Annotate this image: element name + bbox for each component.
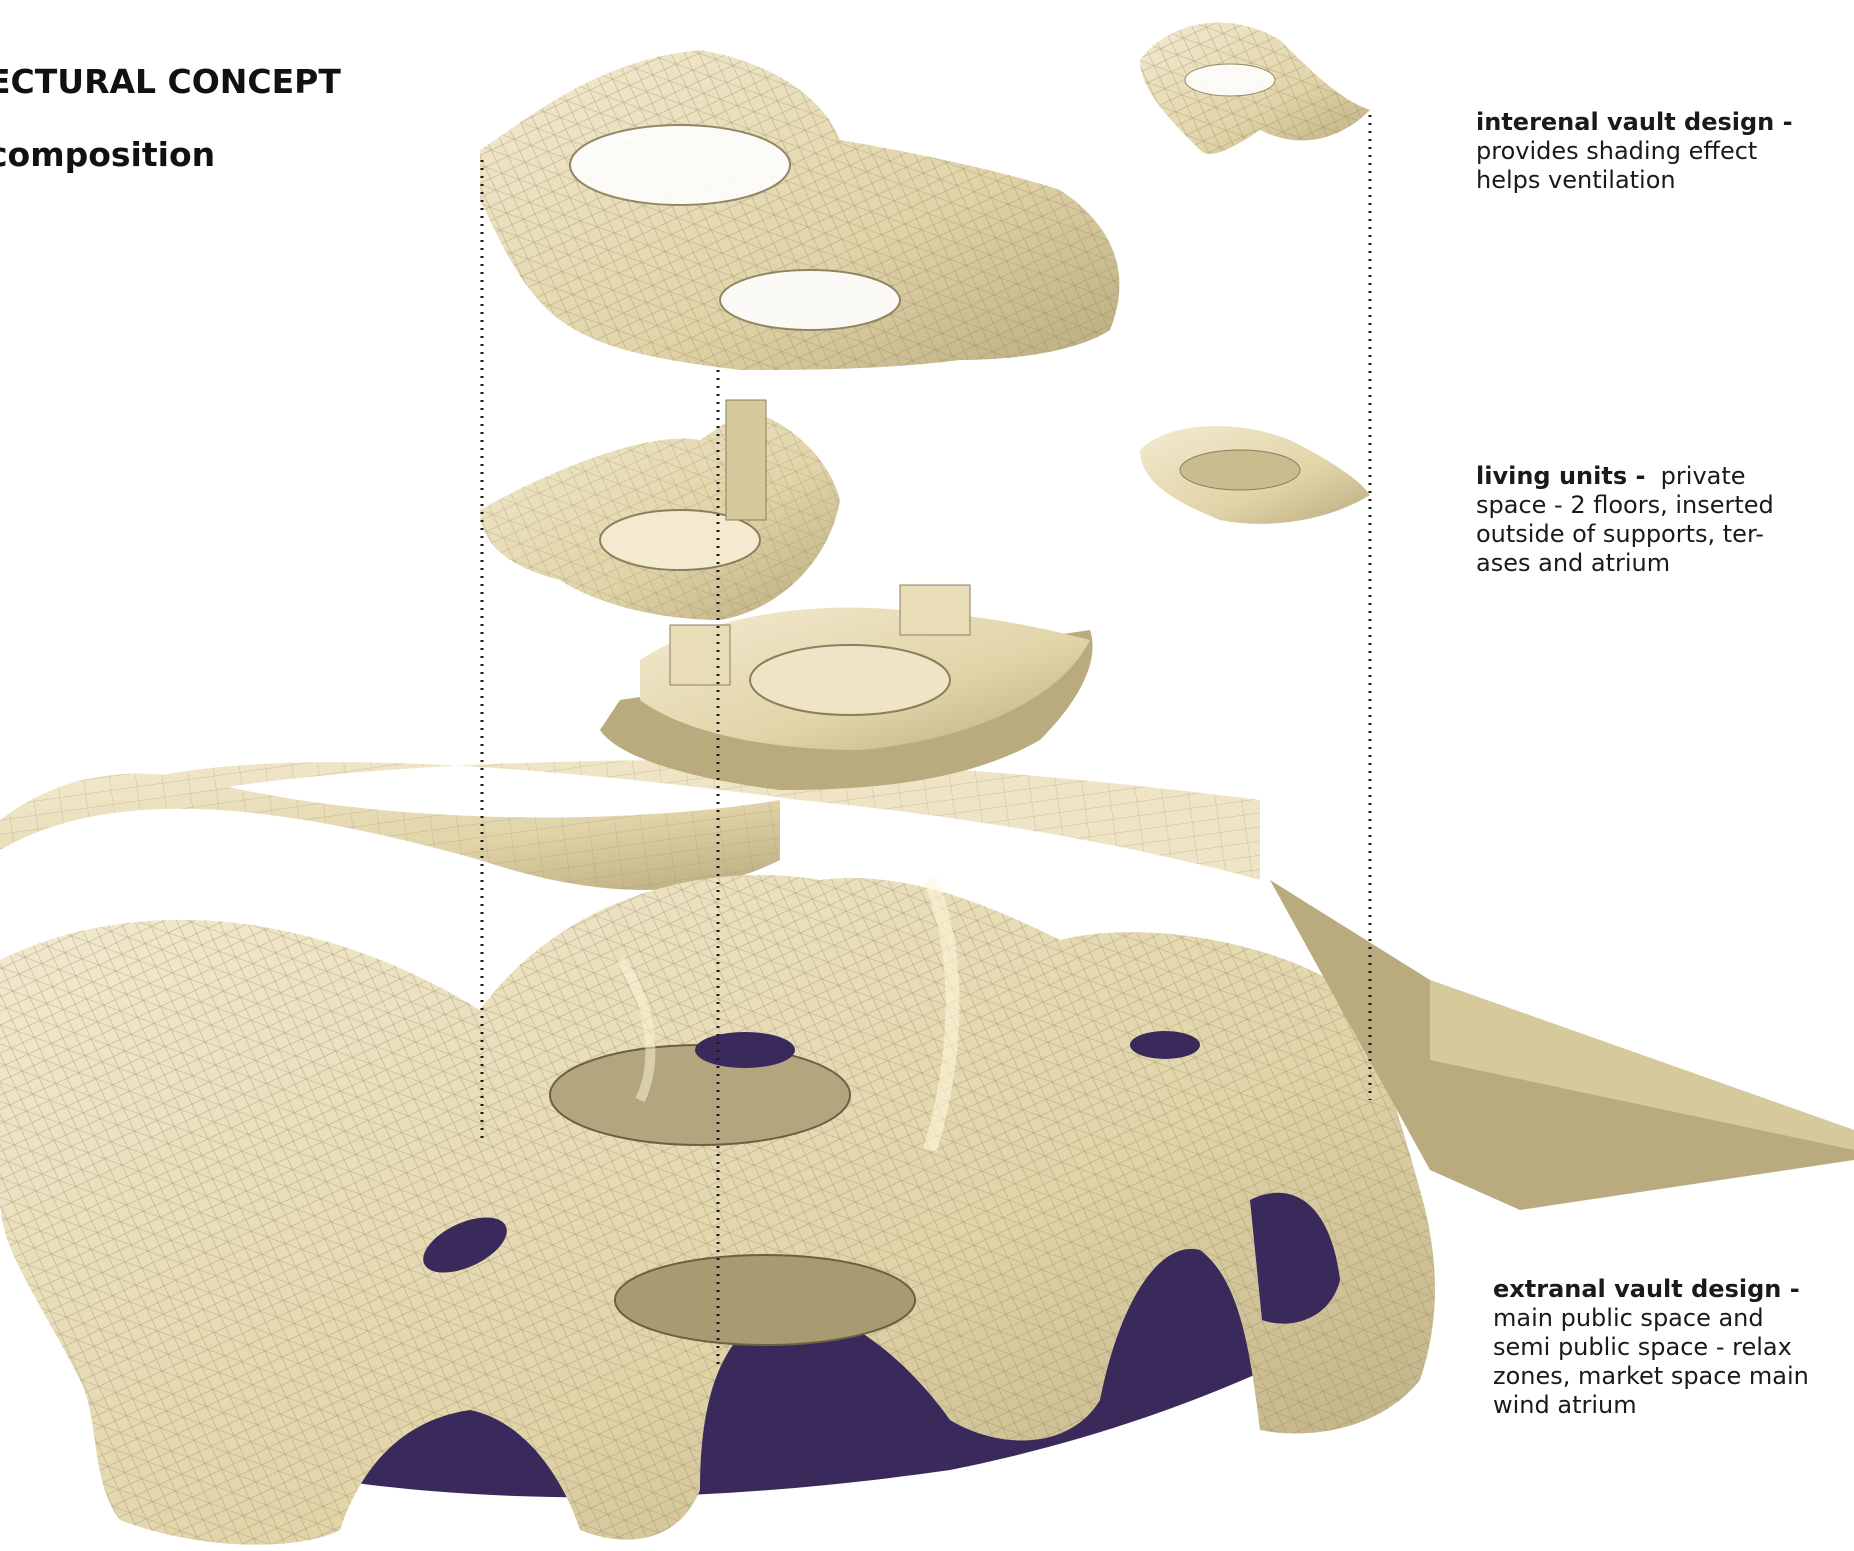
living-units-line-3: ases and atrium [1476,549,1774,578]
external-vault-line-3: zones, market space main [1493,1362,1809,1391]
external-vault-line-2: semi public space - relax [1493,1333,1809,1362]
internal-vault-line-2: helps ventilation [1476,166,1793,195]
vault-opening-upper [570,125,790,205]
external-vault-line-4: wind atrium [1493,1391,1809,1420]
internal-vault-layer [480,23,1370,370]
opening-right [1130,1031,1200,1059]
unit-block [726,400,766,520]
living-units-annotation: living units - private space - 2 floors,… [1476,462,1774,578]
living-unit-lower-atrium [750,645,950,715]
living-units-title: living units - [1476,462,1645,490]
living-units-line-2: outside of supports, ter- [1476,520,1774,549]
internal-vault-line-1: provides shading effect [1476,137,1793,166]
external-vault-annotation: extranal vault design - main public spac… [1493,1275,1809,1420]
living-units-line-1: space - 2 floors, inserted [1476,491,1774,520]
internal-vault-annotation: interenal vault design - provides shadin… [1476,108,1793,195]
external-vault-title: extranal vault design - [1493,1275,1800,1303]
living-units-title-tail: private [1645,462,1745,490]
atrium-opening-front [615,1255,915,1345]
external-vault-layer [0,760,1854,1545]
living-units-layer [480,400,1370,790]
opening-center-dark [695,1032,795,1068]
vault-opening-lower [720,270,900,330]
internal-vault-title: interenal vault design - [1476,108,1793,136]
atrium-opening-center [550,1045,850,1145]
external-vault-line-1: main public space and [1493,1304,1809,1333]
